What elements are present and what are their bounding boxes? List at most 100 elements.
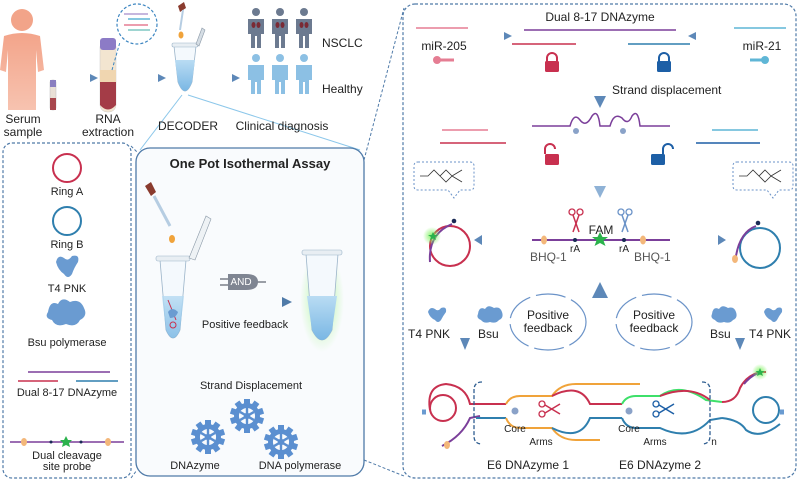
nsclc-patient-icon [248, 8, 264, 48]
gears-group [190, 399, 299, 459]
active-dual-dnazyme [532, 112, 670, 127]
arrowhead [282, 297, 292, 307]
pf-right-line1: Positive [632, 308, 676, 322]
mech-strand-displacement-label: Strand displacement [612, 83, 722, 97]
ra-left-label: rA [570, 244, 580, 255]
legend-connector [130, 145, 138, 153]
serum-label-line2: sample [3, 125, 43, 139]
assay-dna-polymerase-label: DNA polymerase [258, 460, 342, 472]
arrowhead [688, 32, 696, 40]
rna-label-line1: RNA [95, 112, 121, 126]
assay-dnazyme-label: DNAzyme [170, 460, 220, 472]
ring-a-icon [52, 153, 82, 183]
mech-positive-feedback-right: Positive feedback [624, 309, 684, 335]
rna-label: RNA extraction [82, 113, 134, 139]
released-mir205-duplex [440, 129, 506, 144]
patient-figures [248, 8, 312, 94]
dual-cleavage-probe [532, 232, 670, 246]
clinical-diagnosis-label: Clinical diagnosis [235, 119, 329, 133]
arrowhead [90, 74, 98, 82]
mir21-label: miR-21 [742, 39, 782, 53]
unlock-red-icon [544, 143, 559, 165]
mechanism-panel-border [402, 3, 797, 479]
fam-star-bottom-icon [755, 368, 765, 376]
healthy-person-icon [272, 54, 288, 94]
dual-dnazyme-legend-icon [18, 371, 118, 382]
bhq-left-label: BHQ-1 [530, 250, 567, 264]
fam-star-icon [428, 232, 438, 240]
bhq-right-label: BHQ-1 [634, 250, 671, 264]
gear-icon [190, 420, 226, 454]
serum-tube-icon [49, 79, 57, 111]
repeat-bracket-left [473, 381, 483, 445]
decoder-tube-icon [171, 2, 206, 92]
arms1-label: Arms [529, 437, 553, 448]
arrowhead [460, 338, 470, 350]
bsu-polymerase-icon [46, 299, 86, 326]
decoder-label: DECODER [158, 119, 219, 133]
arrowhead [158, 74, 166, 82]
pf-left-line2: feedback [523, 321, 573, 335]
legend-t4pnk-label: T4 PNK [47, 283, 87, 295]
dropper-icon [145, 182, 175, 243]
mechanism-connector-bottom [363, 459, 405, 477]
scissors-blue-icon [617, 208, 633, 233]
reaction-tube-after-icon [300, 248, 344, 352]
legend-probe-line1: Dual cleavage [32, 450, 102, 462]
ring-b-with-primer [732, 220, 781, 269]
ring-b-icon [52, 206, 82, 236]
rca-product-structure [422, 364, 784, 449]
arms2-label: Arms [643, 437, 667, 448]
legend-panel-border [2, 142, 132, 479]
bsu-right-icon [711, 306, 737, 323]
and-gate-label: AND [230, 277, 252, 288]
metal-ion [573, 128, 579, 134]
nsclc-label: NSCLC [322, 36, 363, 50]
mir205-label: miR-205 [421, 39, 467, 53]
metal-ion [620, 128, 626, 134]
t4-pnk-enzyme-icon [56, 255, 79, 277]
serum-label-line1: Serum [5, 112, 41, 126]
legend-probe-label: Dual cleavage site probe [8, 451, 126, 473]
unlock-blue-icon [651, 143, 674, 165]
legend-probe-line2: site probe [42, 461, 92, 473]
repeat-n-label: n [711, 437, 717, 448]
ra-right-label: rA [619, 244, 629, 255]
nsclc-patient-icon [272, 8, 288, 48]
repeat-bracket-right [701, 381, 711, 445]
chem-structure-bubble-left [413, 161, 475, 199]
dual-dnazyme-locked [512, 29, 690, 45]
gear-icon [229, 399, 265, 433]
legend-ring-a-label: Ring A [50, 186, 84, 198]
bsu-left-icon [477, 306, 503, 323]
key-pink-icon [433, 56, 454, 64]
dual-cleavage-probe-icon [10, 436, 124, 447]
serum-label: Serum sample [0, 113, 46, 139]
zoom-line-right [187, 94, 361, 151]
mech-dual-dnazyme-label: Dual 8-17 DNAzyme [545, 10, 655, 24]
mech-t4pnk-left-label: T4 PNK [408, 327, 451, 341]
rna-zoom-bubble [111, 3, 158, 71]
scissors-red-icon [568, 208, 584, 233]
e6-dnazyme2-label: E6 DNAzyme 2 [618, 458, 702, 472]
legend-bsu-label: Bsu polymerase [27, 337, 107, 349]
core1-label: Core [504, 424, 526, 435]
arrowhead [735, 338, 745, 350]
feedback-loop-right [615, 293, 693, 351]
gear-icon [263, 425, 299, 459]
released-mir21-duplex [696, 129, 760, 144]
healthy-label: Healthy [322, 82, 363, 96]
healthy-person-icon [296, 54, 312, 94]
mech-bsu-left-label: Bsu [478, 327, 499, 341]
scissors-blue-bottom-icon [652, 400, 675, 418]
arrowhead [232, 74, 240, 82]
human-figure-icon [0, 9, 44, 110]
ring-a-with-primer [423, 218, 471, 267]
pf-left-line1: Positive [526, 308, 570, 322]
t4-pnk-left-icon [428, 307, 447, 322]
arrowhead [594, 186, 606, 198]
rna-tube-icon [99, 38, 117, 113]
nsclc-patient-icon [296, 8, 312, 48]
mechanism-connector-top [363, 7, 405, 161]
